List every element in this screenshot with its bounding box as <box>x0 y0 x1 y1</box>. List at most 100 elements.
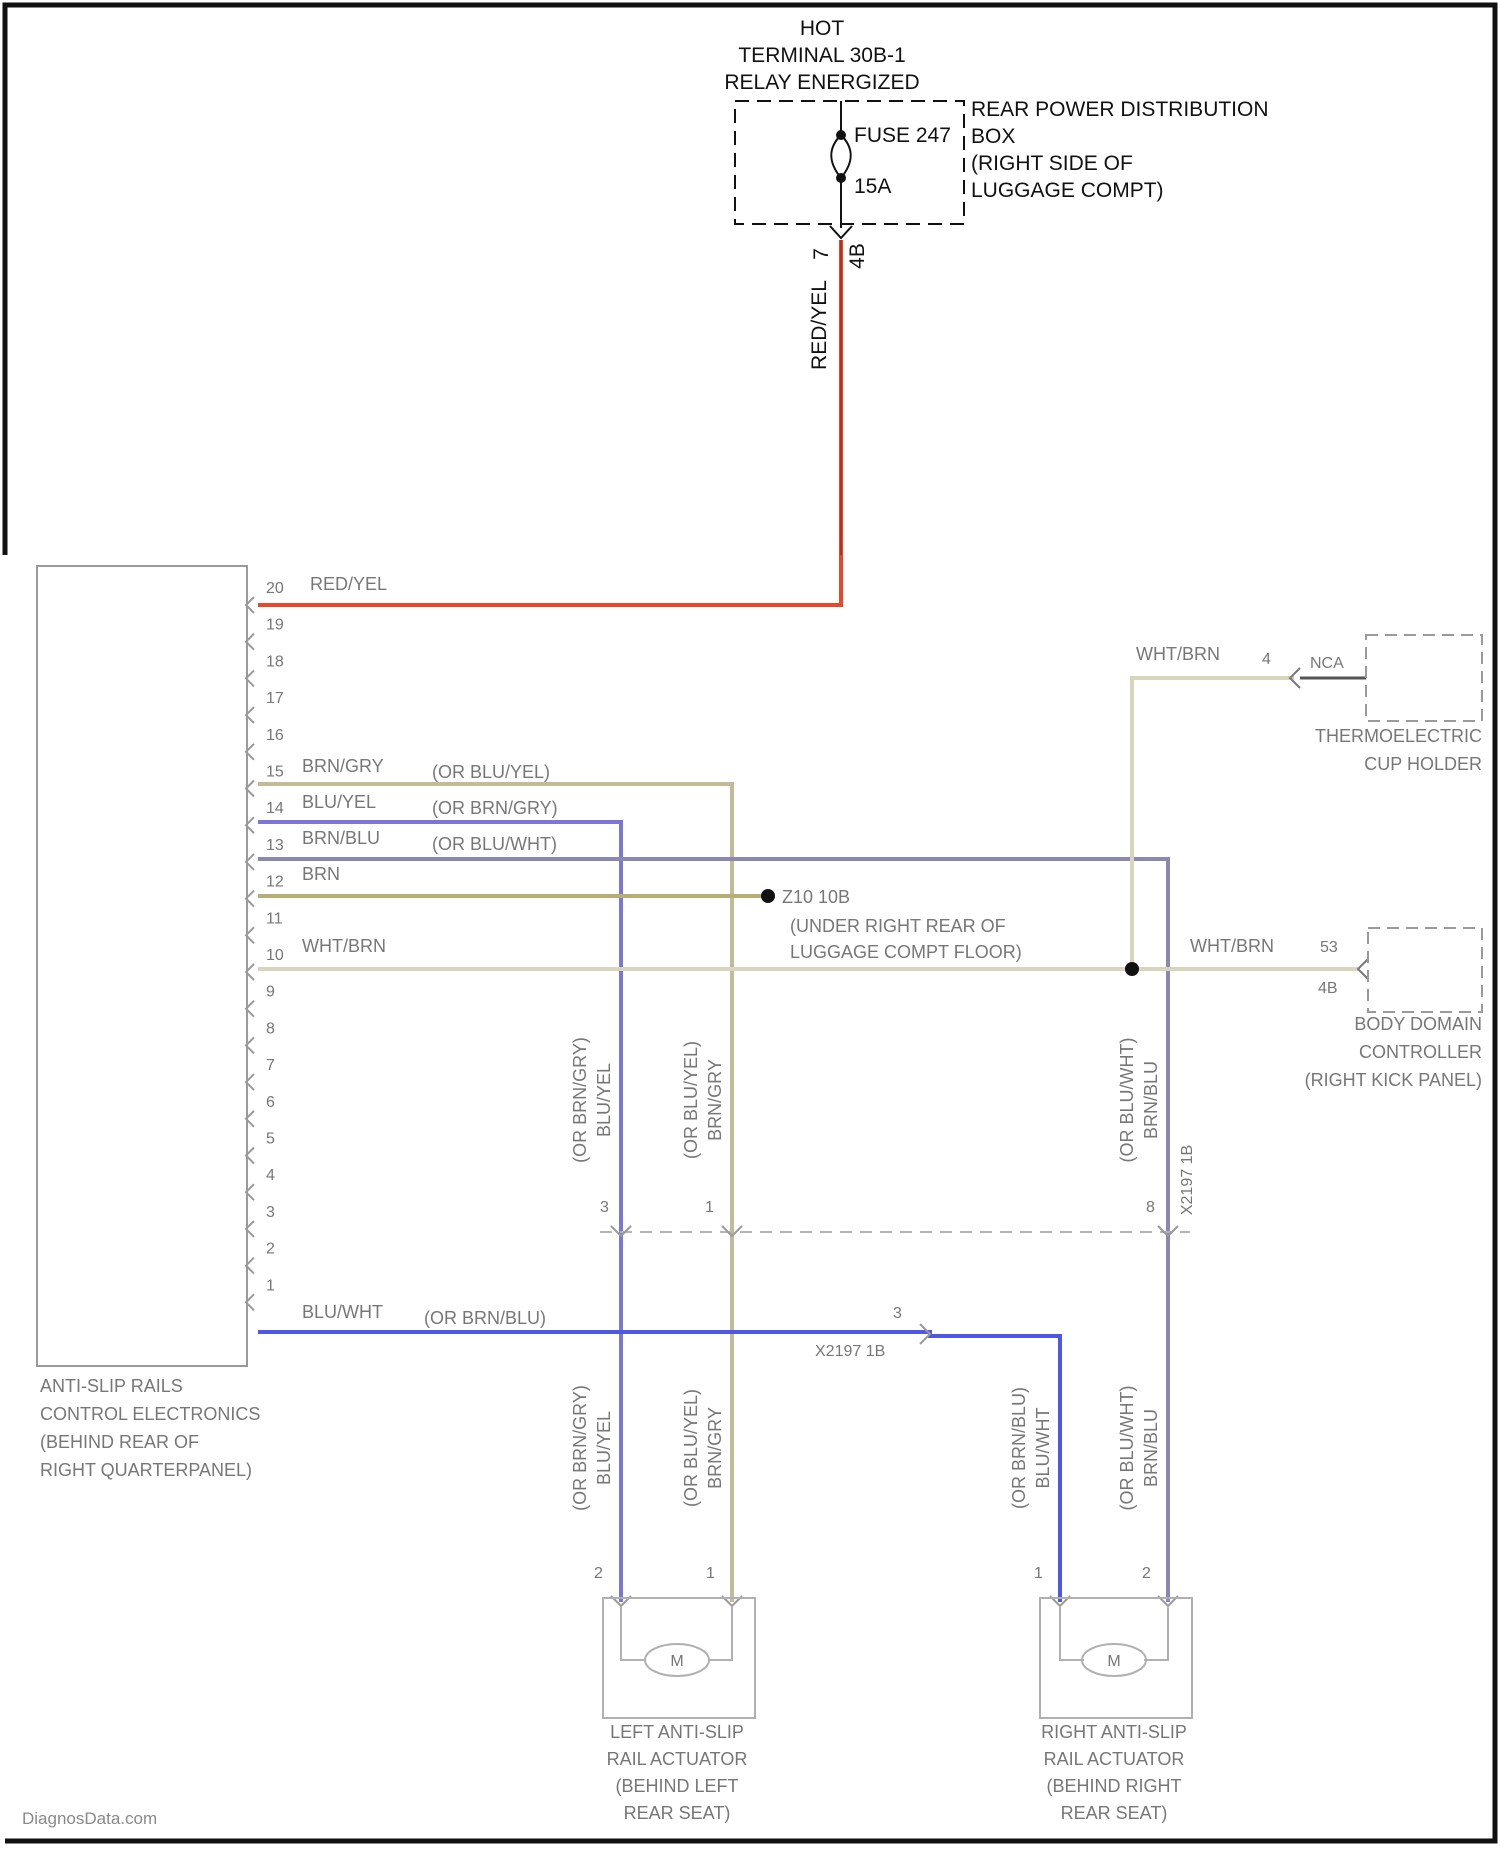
hot-label: HOT <box>800 17 845 40</box>
bdc-chevron <box>1358 959 1368 979</box>
control-label-2: CONTROL ELECTRONICS <box>40 1404 260 1424</box>
vertical-label-line: (OR BRN/GRY) <box>570 1037 590 1163</box>
cup-holder-connector-label: NCA <box>1310 655 1344 672</box>
vertical-label-line: BLU/YEL <box>594 1063 614 1137</box>
vertical-label-line: (OR BLU/YEL) <box>681 1041 701 1159</box>
right-motor-letter: M <box>1107 1653 1120 1670</box>
x2197-pin-b: 1 <box>705 1199 714 1216</box>
wire-1-label: BLU/WHT <box>302 1302 383 1322</box>
left-actuator-pin-a: 2 <box>594 1565 603 1582</box>
vertical-label-brn-blu-top: (OR BLU/WHT) BRN/BLU <box>1117 1038 1161 1163</box>
vertical-label-line: BRN/BLU <box>1141 1061 1161 1139</box>
vertical-label-line: BRN/GRY <box>705 1407 725 1489</box>
bdc-label-1: BODY DOMAIN <box>1354 1014 1482 1034</box>
wht-brn-splice-node <box>1125 962 1139 976</box>
wire-13-label: BRN/BLU <box>302 828 380 848</box>
right-actuator-pin-a: 1 <box>1034 1565 1043 1582</box>
fuse-label: FUSE 247 <box>854 124 951 147</box>
right-actuator-label-4: REAR SEAT) <box>1061 1803 1168 1823</box>
terminal-label: TERMINAL 30B-1 <box>738 44 905 67</box>
vertical-label-line: (OR BLU/WHT) <box>1117 1386 1137 1511</box>
control-pin-number: 18 <box>266 653 284 670</box>
cup-holder-label-1: THERMOELECTRIC <box>1315 726 1482 746</box>
control-pin-number: 9 <box>266 984 275 1001</box>
control-pin-number: 6 <box>266 1094 275 1111</box>
footer-watermark: DiagnosData.com <box>22 1809 157 1828</box>
control-pin-number: 5 <box>266 1131 275 1148</box>
control-pin-number: 17 <box>266 690 284 707</box>
right-actuator-label-1: RIGHT ANTI-SLIP <box>1041 1722 1187 1742</box>
red-yel-wire <box>258 240 841 605</box>
control-label-4: RIGHT QUARTERPANEL) <box>40 1460 252 1480</box>
control-pin-number: 16 <box>266 727 284 744</box>
control-module-pins: 2019181716151413121110987654321 <box>246 580 284 1310</box>
control-module-label: ANTI-SLIP RAILS CONTROL ELECTRONICS (BEH… <box>40 1376 260 1480</box>
anti-slip-control-module <box>37 566 247 1366</box>
right-actuator-label-2: RAIL ACTUATOR <box>1044 1749 1185 1769</box>
thermoelectric-cup-holder <box>1366 635 1482 721</box>
left-actuator-label-3: (BEHIND LEFT <box>615 1776 738 1796</box>
bdc-label-2: CONTROLLER <box>1359 1042 1482 1062</box>
vertical-label-line: BRN/BLU <box>1141 1409 1161 1487</box>
control-pin-number: 10 <box>266 947 284 964</box>
blu-wht-wire <box>258 1332 1060 1602</box>
relay-label: RELAY ENERGIZED <box>724 71 919 94</box>
control-pin-number: 11 <box>266 910 283 927</box>
blu-wht-inline-connector: X2197 1B <box>815 1343 885 1360</box>
control-pin-number: 1 <box>266 1277 275 1294</box>
vertical-label-line: BRN/GRY <box>705 1059 725 1141</box>
vertical-label-brn-gry-top: (OR BLU/YEL) BRN/GRY <box>681 1041 725 1159</box>
x2197-right-label: X2197 1B <box>1179 1145 1196 1215</box>
left-actuator-pin-b: 1 <box>706 1565 715 1582</box>
vertical-label-line: (OR BLU/YEL) <box>681 1389 701 1507</box>
wire-11-label: WHT/BRN <box>302 936 386 956</box>
x2197-chevrons <box>611 1226 1178 1236</box>
control-pin-number: 19 <box>266 617 284 634</box>
ground-location-1: (UNDER RIGHT REAR OF <box>790 916 1006 936</box>
connector-name-label: 4B <box>846 243 869 269</box>
left-actuator-label-4: REAR SEAT) <box>624 1803 731 1823</box>
vertical-label-line: (OR BRN/GRY) <box>570 1385 590 1511</box>
left-actuator-inner-leads <box>621 1606 732 1660</box>
wht-brn-branch-wire <box>1132 678 1294 969</box>
diagram-frame <box>5 5 1495 1841</box>
box-label-4: LUGGAGE COMPT) <box>971 179 1164 202</box>
control-pin-number: 2 <box>266 1241 275 1258</box>
body-domain-controller <box>1368 928 1482 1012</box>
vertical-label-line: (OR BRN/BLU) <box>1009 1387 1029 1509</box>
wire-14-alt-label: (OR BRN/GRY) <box>432 798 558 818</box>
bdc-wire-label: WHT/BRN <box>1190 936 1274 956</box>
blu-wht-inline-pin: 3 <box>893 1305 902 1322</box>
ground-name-label: Z10 10B <box>782 887 850 907</box>
connector-pin-label: 7 <box>810 248 833 260</box>
vertical-label-line: BLU/YEL <box>594 1411 614 1485</box>
red-yel-wire-label: RED/YEL <box>808 280 831 370</box>
wire-12-label: BRN <box>302 864 340 884</box>
wire-20-label: RED/YEL <box>310 574 387 594</box>
vertical-label-blu-wht-bottom: (OR BRN/BLU) BLU/WHT <box>1009 1387 1053 1509</box>
fuse-247-symbol <box>831 135 851 178</box>
control-pin-number: 15 <box>266 764 284 781</box>
box-label-3: (RIGHT SIDE OF <box>971 152 1133 175</box>
control-label-3: (BEHIND REAR OF <box>40 1432 199 1452</box>
bdc-pin-label: 53 <box>1320 939 1338 956</box>
box-label-1: REAR POWER DISTRIBUTION <box>971 98 1269 121</box>
control-pin-number: 3 <box>266 1204 275 1221</box>
control-pin-number: 13 <box>266 837 284 854</box>
vertical-label-brn-gry-bottom: (OR BLU/YEL) BRN/GRY <box>681 1389 725 1507</box>
right-actuator-label-3: (BEHIND RIGHT <box>1047 1776 1182 1796</box>
cup-holder-pin-label: 4 <box>1262 651 1271 668</box>
left-motor-letter: M <box>670 1653 683 1670</box>
right-actuator-inner-leads <box>1060 1606 1168 1660</box>
ground-location-2: LUGGAGE COMPT FLOOR) <box>790 942 1022 962</box>
wire-14-label: BLU/YEL <box>302 792 376 812</box>
ground-splice-node <box>761 889 775 903</box>
vertical-label-blu-yel-top: (OR BRN/GRY) BLU/YEL <box>570 1037 614 1163</box>
box-label-2: BOX <box>971 125 1015 148</box>
brn-gry-wire <box>258 784 732 1602</box>
wire-13-alt-label: (OR BLU/WHT) <box>432 834 557 854</box>
wire-1-alt-label: (OR BRN/BLU) <box>424 1308 546 1328</box>
control-pin-number: 7 <box>266 1057 275 1074</box>
control-pin-number: 4 <box>266 1167 275 1184</box>
